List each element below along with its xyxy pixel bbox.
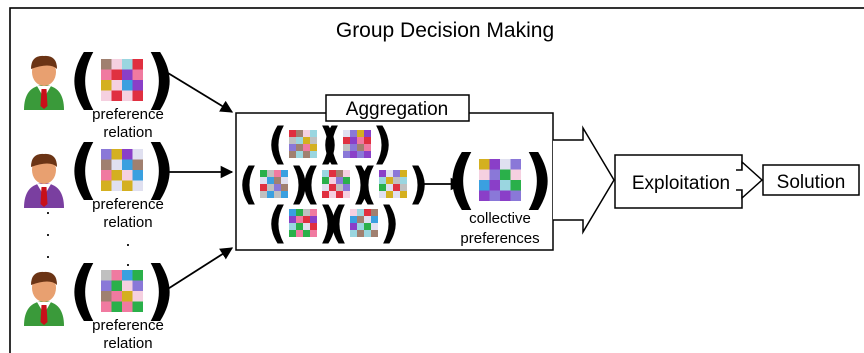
agg-matrix-icon: () [321,119,392,169]
agg-matrix-icon: () [300,159,371,209]
ellipsis-left: · · · [45,202,51,266]
expert2-matrix-icon: () [69,132,176,207]
expert2-avatar-icon [24,153,64,208]
expert-avatars [24,55,64,326]
matrix-right-paren: ) [290,159,310,209]
svg-text:·: · [125,254,131,274]
matrix-left-paren: ( [447,142,477,217]
solution-box [762,164,860,196]
matrix-right-paren: ) [319,119,339,169]
aggregation-label: Aggregation [346,99,448,120]
matrix-left-paren: ( [69,132,99,207]
expert2-label-line1: preference [92,196,164,213]
matrix-left-paren: ( [69,42,99,117]
matrix-left-paren: ( [69,253,99,328]
arrow-expert1-aggregation [162,69,234,113]
matrix-left-paren: ( [321,119,341,169]
preference-matrices: ()()()()()()()()()()() [69,42,554,328]
matrix-right-paren: ) [319,198,339,248]
svg-text:·: · [45,246,51,266]
matrix-right-paren: ) [409,159,429,209]
expert3-avatar-icon [24,271,64,326]
matrix-right-paren: ) [352,159,372,209]
matrix-right-paren: ) [380,198,400,248]
outer-frame [9,7,864,353]
expert3-matrix-icon: () [69,253,176,328]
matrix-right-paren: ) [146,132,176,207]
expert1-matrix-icon: () [69,42,176,117]
agg-matrix-icon: () [238,159,309,209]
expert1-avatar-icon [24,55,64,110]
matrix-left-paren: ( [300,159,320,209]
svg-text:·: · [45,224,51,244]
matrix-left-paren: ( [357,159,377,209]
matrix-left-paren: ( [267,119,287,169]
block-arrow-to-exploitation [553,125,615,235]
block-arrow-to-solution [736,160,764,200]
aggregation-label-box [325,94,470,122]
matrix-left-paren: ( [238,159,258,209]
agg-matrix-icon: () [328,198,399,248]
matrix-right-paren: ) [524,142,554,217]
expert1-label-line2: relation [103,124,152,141]
arrow-expert3-aggregation [162,247,234,293]
expert2-label-line2: relation [103,214,152,231]
exploitation-label: Exploitation [632,173,730,194]
expert3-label-line1: preference [92,317,164,334]
expert1-label-line1: preference [92,106,164,123]
matrix-right-paren: ) [373,119,393,169]
matrix-right-paren: ) [146,253,176,328]
svg-text:·: · [45,202,51,222]
expert3-label-line2: relation [103,335,152,352]
ellipsis-center: · · [125,234,131,274]
matrix-right-paren: ) [146,42,176,117]
matrix-left-paren: ( [267,198,287,248]
svg-text:·: · [125,234,131,254]
agg-matrix-icon: () [267,198,338,248]
agg-matrix-icon: () [357,159,428,209]
collective-matrix-icon: () [447,142,554,217]
solution-label: Solution [777,172,846,193]
collective-label-line2: preferences [460,230,539,247]
agg-matrix-icon: () [267,119,338,169]
collective-label-line1: collective [469,210,531,227]
diagram-title: Group Decision Making [336,19,554,42]
matrix-left-paren: ( [328,198,348,248]
